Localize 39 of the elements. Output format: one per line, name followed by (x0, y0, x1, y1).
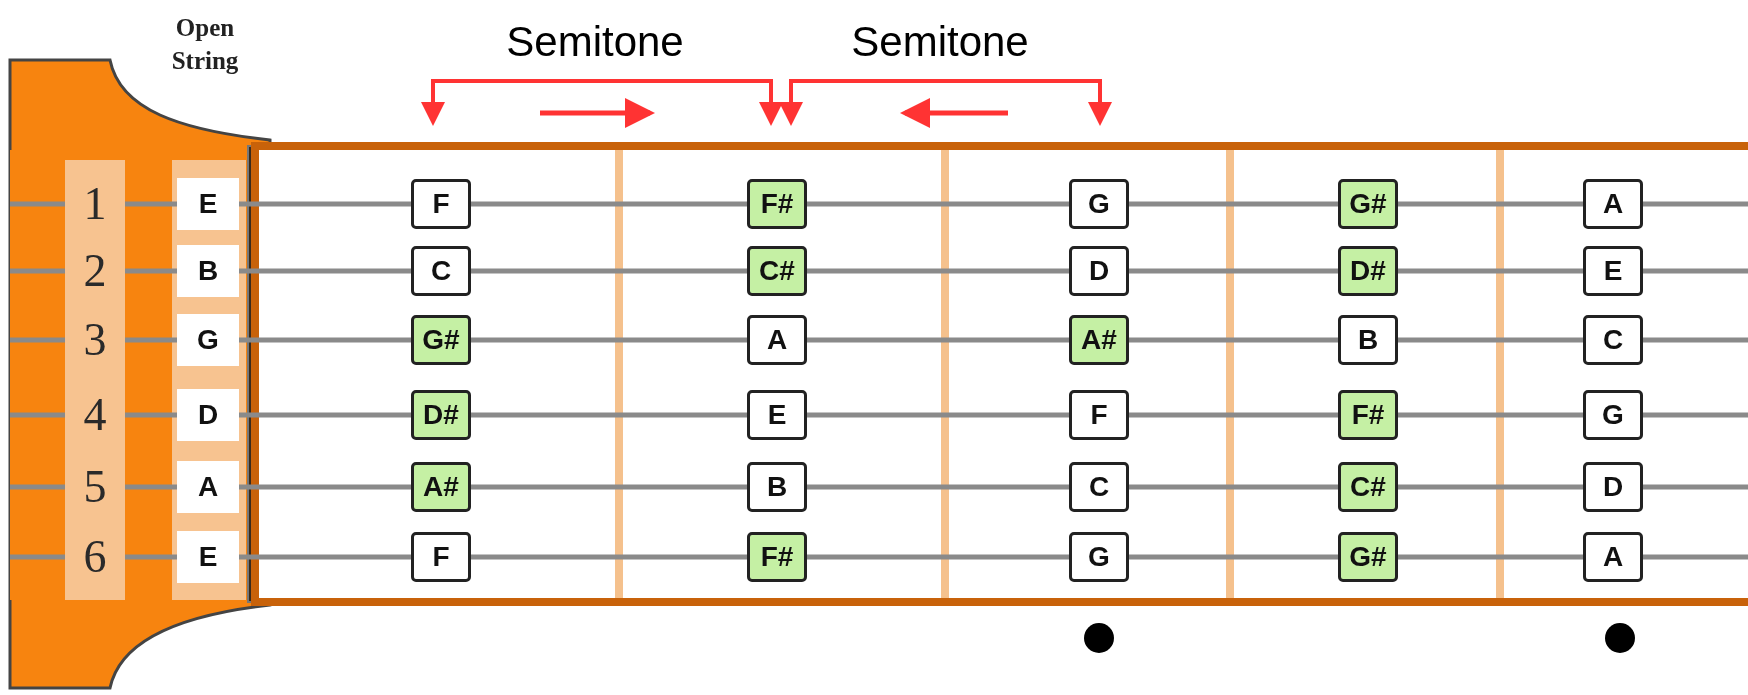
sharp-note-box: G# (411, 315, 471, 365)
open-string-note: E (177, 531, 239, 583)
note-box: F (1069, 390, 1129, 440)
sharp-note-box: C# (747, 246, 807, 296)
note-box: D (1069, 246, 1129, 296)
note-box: C (1583, 315, 1643, 365)
open-string-note: D (177, 389, 239, 441)
sharp-note-box: D# (411, 390, 471, 440)
note-box: G (1583, 390, 1643, 440)
note-box: E (1583, 246, 1643, 296)
sharp-note-box: F# (1338, 390, 1398, 440)
column-heading: Open String (170, 13, 240, 76)
note-box: G (1069, 179, 1129, 229)
note-box: B (1338, 315, 1398, 365)
note-box: B (747, 462, 807, 512)
note-box: A (1583, 179, 1643, 229)
note-box: F (411, 532, 471, 582)
semitone-label: Semitone (505, 17, 685, 67)
sharp-note-box: D# (1338, 246, 1398, 296)
note-box: C (1069, 462, 1129, 512)
note-box: E (747, 390, 807, 440)
sharp-note-box: F# (747, 532, 807, 582)
note-box: F (411, 179, 471, 229)
open-string-note: B (177, 245, 239, 297)
sharp-note-box: C# (1338, 462, 1398, 512)
semitone-label: Semitone (850, 17, 1030, 67)
note-box: G (1069, 532, 1129, 582)
open-string-note: A (177, 461, 239, 513)
sharp-note-box: A# (411, 462, 471, 512)
note-box: C (411, 246, 471, 296)
sharp-note-box: G# (1338, 179, 1398, 229)
open-string-note: E (177, 178, 239, 230)
sharp-note-box: G# (1338, 532, 1398, 582)
sharp-note-box: A# (1069, 315, 1129, 365)
note-box: A (1583, 532, 1643, 582)
note-box: D (1583, 462, 1643, 512)
open-string-note: G (177, 314, 239, 366)
note-box: A (747, 315, 807, 365)
sharp-note-box: F# (747, 179, 807, 229)
